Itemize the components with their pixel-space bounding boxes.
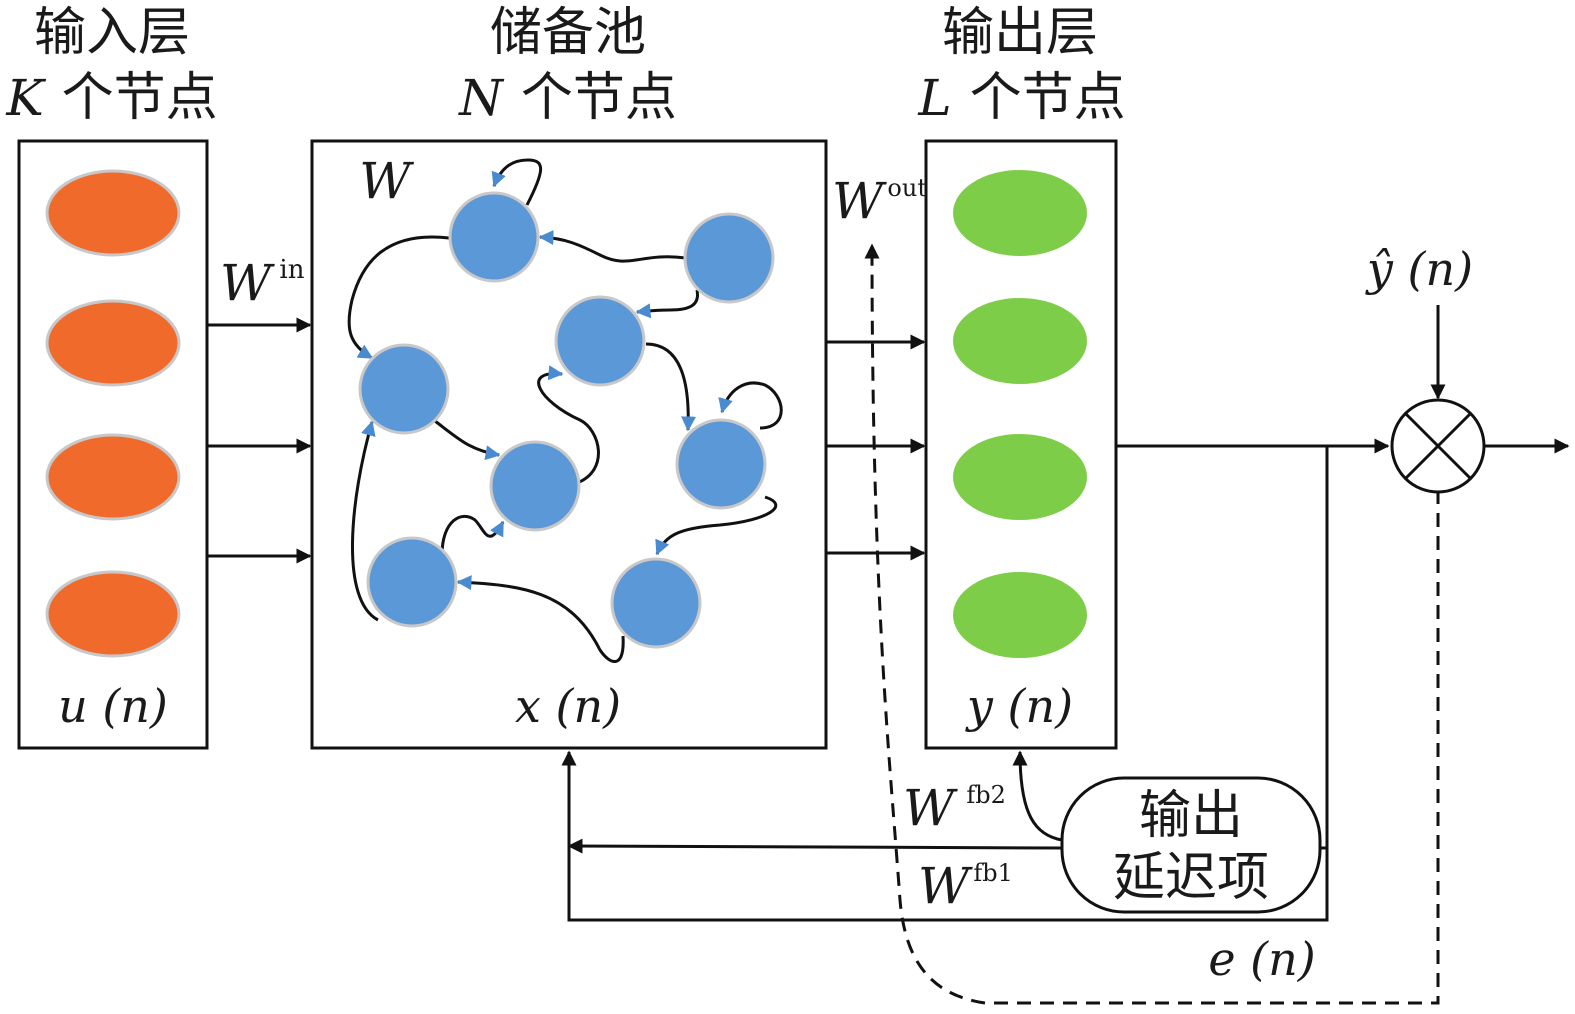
reservoir-edge: [537, 365, 600, 485]
error-dashed-path: [864, 243, 1440, 1005]
reservoir-signal-label: x (n): [515, 679, 621, 733]
reservoir-edge: [491, 158, 543, 206]
reservoir-node: [366, 536, 458, 628]
input-weights-arrows: [207, 317, 312, 564]
reservoir-edge: [347, 235, 450, 360]
reservoir-edge: [655, 495, 778, 556]
w-fb1-base: W: [918, 857, 973, 915]
w-fb2-base: W: [903, 779, 958, 837]
reservoir-edge: [718, 381, 783, 430]
reservoir-edge: [456, 575, 625, 663]
input-count-var: K: [5, 69, 46, 127]
reservoir-node: [683, 212, 775, 304]
w-in-label: W in: [220, 254, 305, 312]
output-signal-label: y (n): [965, 679, 1073, 733]
output-node: [951, 432, 1089, 522]
output-count-text: 个节点: [970, 68, 1126, 128]
input-node: [45, 169, 181, 257]
reservoir-count-text: 个节点: [521, 68, 677, 128]
reservoir-title: 储备池: [490, 3, 646, 63]
input-node: [45, 299, 181, 387]
w-fb2-sup: fb2: [966, 781, 1006, 809]
output-node: [951, 168, 1089, 258]
w-fb1-label: W fb1: [918, 857, 1013, 915]
w-out-sup: out: [887, 174, 927, 202]
fb1-line: [567, 838, 1063, 854]
input-node: [45, 570, 181, 658]
reservoir-connections: [347, 158, 783, 663]
w-out-label: W out: [832, 172, 927, 230]
output-node: [951, 296, 1089, 386]
output-nodes: [951, 168, 1089, 660]
reservoir-edge: [434, 419, 501, 461]
w-fb2-label: W fb2: [903, 779, 1006, 837]
w-out-base: W: [832, 172, 887, 230]
fb2-arrow: [1012, 750, 1063, 842]
delay-box-line2: 延迟项: [1113, 848, 1269, 908]
reservoir-node: [358, 343, 450, 435]
error-label: e (n): [1208, 932, 1315, 986]
input-nodes: [45, 169, 181, 658]
reservoir-edge: [351, 420, 379, 622]
reservoir-count: N 个节点: [458, 68, 677, 128]
reservoir-node: [675, 418, 767, 510]
reservoir-node: [489, 440, 581, 532]
reservoir-edge: [538, 230, 687, 263]
comparator-cross: [1404, 412, 1472, 480]
reservoir-edge: [645, 342, 697, 432]
w-fb1-sup: fb1: [973, 859, 1013, 887]
reservoir-edge: [440, 514, 505, 556]
input-layer-count: K 个节点: [5, 68, 217, 128]
reservoir-nodes: [358, 191, 775, 649]
input-node: [45, 433, 181, 521]
output-node: [951, 570, 1089, 660]
reservoir-weight-label: W: [359, 152, 414, 210]
w-in-sup: in: [279, 255, 304, 285]
input-signal-label: u (n): [58, 679, 168, 733]
comparator-node: [1390, 398, 1486, 494]
input-count-text: 个节点: [62, 68, 218, 128]
output-layer-count: L 个节点: [917, 68, 1125, 128]
feedback-outer-loop: [567, 446, 1329, 922]
input-layer-title: 输入层: [34, 3, 190, 63]
reservoir-count-var: N: [458, 69, 505, 127]
target-label: ŷ (n): [1365, 242, 1473, 296]
reservoir-node: [554, 295, 646, 387]
reservoir-node: [448, 191, 540, 283]
delay-box: [1060, 776, 1322, 914]
delay-box-line1: 输出: [1139, 786, 1243, 846]
reservoir-node: [610, 557, 702, 649]
output-count-var: L: [917, 69, 951, 127]
reservoir-edge: [635, 289, 700, 319]
output-layer-title: 输出层: [942, 3, 1098, 63]
w-in-base: W: [220, 254, 275, 312]
